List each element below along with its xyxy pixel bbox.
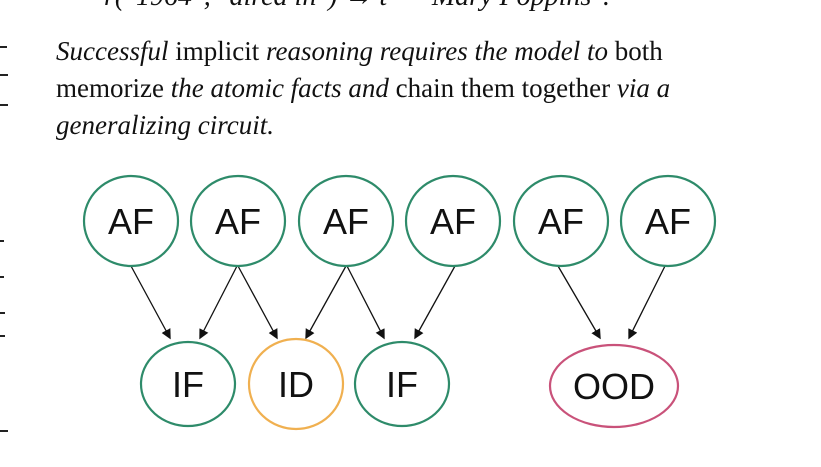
node-af4: [404, 174, 502, 268]
node-label-af3: AF: [323, 201, 369, 242]
paragraph-segment: reasoning requires the model to: [265, 36, 608, 66]
edge-af6-to-ood1: [628, 265, 666, 340]
left-margin-marks: [0, 0, 20, 467]
node-label-af1: AF: [108, 201, 154, 242]
margin-mark: [0, 104, 8, 106]
node-af2: [189, 174, 287, 268]
node-label-ood1: OOD: [573, 366, 655, 407]
node-af5: [512, 174, 610, 268]
node-if1: [139, 340, 237, 428]
paragraph-segment: memorize: [56, 73, 171, 103]
node-af1: [82, 174, 180, 268]
paragraph-segment: via a: [616, 73, 671, 103]
node-ood1: [548, 343, 680, 429]
margin-mark: [0, 430, 8, 432]
node-label-af5: AF: [538, 201, 584, 242]
edge-af3-to-id1: [305, 265, 347, 340]
body-paragraph: Successful implicit reasoning requires t…: [56, 33, 770, 144]
edge-af2-to-if1: [199, 265, 238, 340]
paragraph-segment: the atomic facts and: [170, 73, 389, 103]
nodes-layer: AF AF AF AF AF AF IF ID IF OOD: [82, 174, 717, 431]
margin-mark: [0, 46, 7, 48]
formula-fragment: r("1964", "aired in") → t = "Mary Poppin…: [104, 0, 754, 14]
paragraph-line-2: memorize the atomic facts and chain them…: [56, 70, 770, 107]
margin-mark: [0, 312, 5, 314]
margin-mark: [0, 240, 4, 242]
paragraph-segment: Successful: [56, 36, 169, 66]
paragraph-line-3: generalizing circuit.: [56, 107, 770, 144]
paragraph-line-1: Successful implicit reasoning requires t…: [56, 33, 770, 70]
node-label-id1: ID: [278, 364, 314, 405]
paragraph-segment: chain them together: [388, 73, 617, 103]
edge-af5-to-ood1: [557, 265, 601, 340]
paragraph-segment: generalizing circuit.: [56, 110, 274, 140]
edges-layer: [130, 265, 666, 340]
node-af3: [297, 174, 395, 268]
margin-mark: [0, 74, 8, 76]
margin-mark: [0, 335, 5, 337]
paragraph-segment: implicit: [168, 36, 266, 66]
node-id1: [247, 337, 345, 431]
node-label-af6: AF: [645, 201, 691, 242]
margin-mark: [0, 276, 4, 278]
node-af6: [619, 174, 717, 268]
node-label-if1: IF: [172, 364, 204, 405]
edge-af3-to-if2: [346, 265, 385, 340]
node-label-af4: AF: [430, 201, 476, 242]
edge-af1-to-if1: [130, 265, 171, 340]
paragraph-segment: both: [607, 36, 663, 66]
edge-af2-to-id1: [237, 265, 278, 340]
node-label-if2: IF: [386, 364, 418, 405]
node-if2: [353, 340, 451, 428]
edge-af4-to-if2: [414, 265, 456, 340]
node-label-af2: AF: [215, 201, 261, 242]
